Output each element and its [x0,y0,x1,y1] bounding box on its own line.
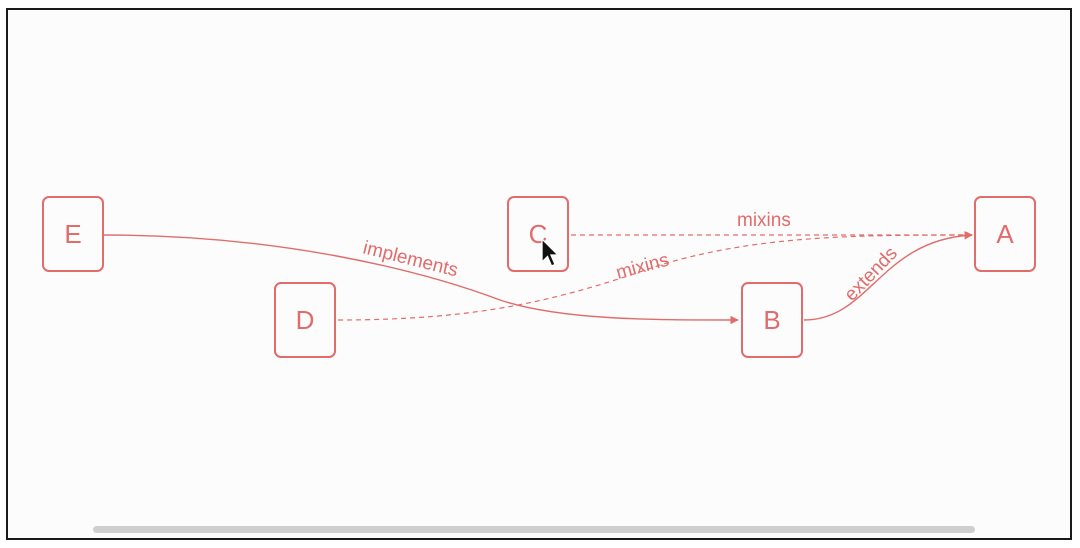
mouse-pointer-icon [541,238,560,267]
edge-label-mixins-d: mixins [614,250,671,284]
node-a-label: A [996,218,1014,249]
edge-b-to-a[interactable] [803,231,973,321]
node-b[interactable]: B [741,282,803,358]
edge-label-mixins-c: mixins [737,210,791,231]
edge-label-implements: implements [361,237,460,281]
node-e-label: E [64,218,82,249]
diagram-frame [6,8,1072,540]
node-b-label: B [763,304,781,335]
horizontal-scrollbar[interactable] [93,526,975,533]
node-e[interactable]: E [42,196,104,272]
edge-d-to-a[interactable] [337,231,973,321]
edge-label-extends: extends [840,243,901,305]
node-d-label: D [295,304,315,335]
edge-e-to-b[interactable] [103,234,739,325]
node-d[interactable]: D [274,282,336,358]
node-a[interactable]: A [974,196,1036,272]
